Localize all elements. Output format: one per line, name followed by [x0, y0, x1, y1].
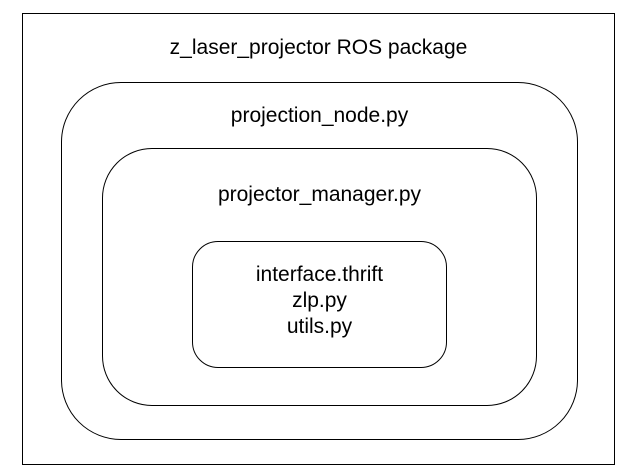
core-files-container: interface.thrift zlp.py utils.py	[192, 241, 447, 368]
interface-thrift-file: interface.thrift	[255, 263, 384, 286]
zlp-py-file: zlp.py	[292, 289, 347, 312]
projection-node-label: projection_node.py	[230, 104, 409, 127]
ros-package-label: z_laser_projector ROS package	[169, 36, 468, 59]
core-files-list: interface.thrift zlp.py utils.py	[193, 262, 446, 340]
projector-manager-label: projector_manager.py	[217, 183, 422, 206]
utils-py-file: utils.py	[286, 315, 353, 338]
